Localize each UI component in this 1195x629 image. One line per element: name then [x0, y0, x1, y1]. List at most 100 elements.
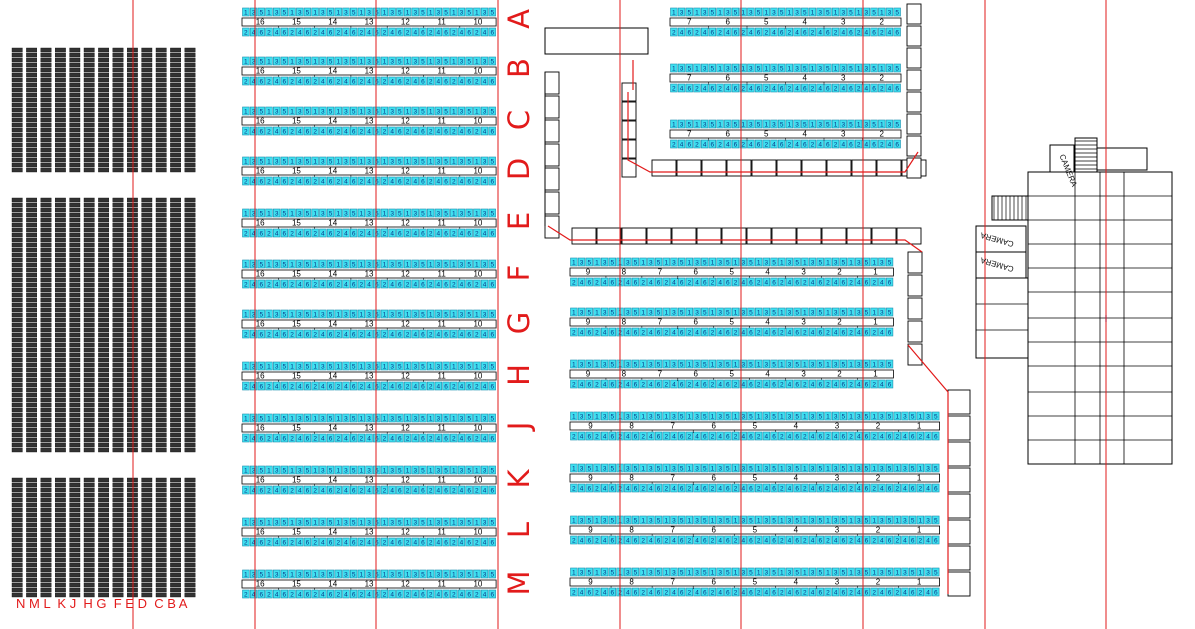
- dense-seat: [40, 212, 52, 218]
- seat: [785, 119, 793, 129]
- seat-number: 6: [795, 590, 799, 597]
- seat-number: 5: [490, 262, 494, 269]
- seat-number: 4: [695, 486, 699, 493]
- dense-seat: [40, 317, 52, 323]
- seat: [319, 413, 327, 423]
- seat-number: 4: [603, 434, 607, 441]
- seat-number: 6: [680, 382, 684, 389]
- seat: [724, 411, 732, 421]
- seat: [816, 257, 824, 267]
- seat-number: 3: [460, 520, 464, 527]
- seat-number: 5: [803, 122, 807, 129]
- seat: [670, 139, 678, 149]
- dense-seat: [170, 217, 181, 223]
- dense-seat: [55, 312, 66, 318]
- seat-number: 4: [390, 79, 394, 86]
- section-number: 5: [753, 422, 758, 431]
- seat: [303, 309, 312, 319]
- dense-seat: [83, 407, 95, 413]
- seat-number: 4: [344, 488, 348, 495]
- seat-number: 6: [398, 488, 402, 495]
- seat: [388, 485, 396, 495]
- dense-seat: [126, 107, 138, 113]
- seat-number: 1: [788, 122, 792, 129]
- seat: [365, 176, 373, 186]
- dense-seat: [83, 382, 95, 388]
- dense-seat: [26, 367, 37, 373]
- seat: [731, 63, 740, 73]
- seat-number: 2: [383, 282, 387, 289]
- seat: [585, 359, 593, 369]
- seat-number: 3: [818, 10, 822, 17]
- seat-number: 4: [580, 538, 584, 545]
- seat: [473, 465, 481, 475]
- seat-number: 5: [818, 570, 822, 577]
- seat-number: 6: [306, 79, 310, 86]
- seat: [426, 465, 435, 475]
- seat-number: 2: [688, 538, 692, 545]
- dense-seat: [141, 352, 153, 358]
- seat: [411, 106, 419, 116]
- seat-number: 3: [437, 211, 441, 218]
- dense-seat: [83, 232, 95, 238]
- seat: [272, 413, 281, 423]
- dense-seat: [141, 307, 153, 313]
- dense-seat: [11, 322, 23, 328]
- seat-number: 6: [329, 540, 333, 547]
- dense-seat: [40, 267, 52, 273]
- seat-number: 2: [764, 142, 768, 149]
- dense-seat: [98, 572, 110, 578]
- dense-seat: [55, 317, 66, 323]
- dense-seat: [83, 252, 95, 258]
- seat: [257, 309, 265, 319]
- dense-seat: [155, 492, 167, 498]
- seat-number: 1: [872, 414, 876, 421]
- dense-seat: [184, 442, 196, 448]
- dense-seat: [126, 302, 138, 308]
- seat: [411, 56, 419, 66]
- dense-seat: [112, 272, 124, 278]
- dense-seat: [26, 197, 37, 203]
- seat-number: 4: [413, 332, 417, 339]
- seat-number: 3: [811, 362, 815, 369]
- seat-number: 2: [826, 486, 830, 493]
- seat-number: 5: [795, 466, 799, 473]
- seat: [450, 7, 458, 17]
- seat: [365, 309, 373, 319]
- section-number: 10: [473, 219, 482, 228]
- seat: [403, 485, 412, 495]
- dense-seat: [26, 532, 37, 538]
- seat-number: 4: [483, 282, 487, 289]
- seat-number: 5: [352, 312, 356, 319]
- seat-number: 4: [275, 540, 279, 547]
- seat-number: 4: [390, 488, 394, 495]
- dense-seat: [155, 487, 167, 493]
- dense-seat: [83, 357, 95, 363]
- seat-number: 3: [626, 570, 630, 577]
- seat-number: 3: [367, 10, 371, 17]
- dense-seat: [83, 387, 95, 393]
- seat-number: 3: [626, 310, 630, 317]
- dense-seat: [26, 237, 37, 243]
- seat: [242, 7, 250, 17]
- seat: [677, 119, 686, 129]
- seat-number: 6: [329, 282, 333, 289]
- seat-number: 5: [398, 364, 402, 371]
- riser-segment: [826, 159, 852, 177]
- dense-seat: [112, 552, 124, 558]
- seat-number: 4: [903, 590, 907, 597]
- seat: [457, 329, 466, 339]
- seat: [434, 7, 442, 17]
- seat: [280, 259, 288, 269]
- riser-segment: [906, 69, 922, 91]
- seat: [396, 413, 404, 423]
- seat: [457, 126, 466, 136]
- seat: [334, 465, 342, 475]
- seat-number: 3: [252, 572, 256, 579]
- seat-number: 3: [275, 520, 279, 527]
- dense-seat: [26, 62, 37, 68]
- seat-number: 2: [244, 592, 248, 599]
- seat-number: 2: [244, 384, 248, 391]
- dense-seat: [83, 447, 95, 453]
